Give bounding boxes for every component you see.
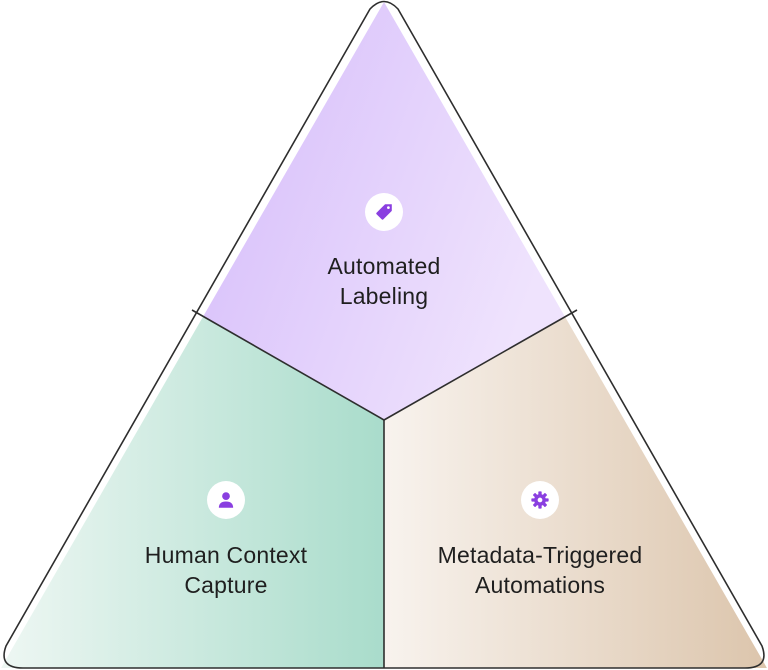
label-automated-labeling: Automated Labeling [327, 253, 441, 309]
user-icon [218, 492, 234, 508]
segment-bottom-left-human-context [1, 310, 384, 668]
gear-icon [531, 491, 549, 509]
label-metadata-triggered-automations: Metadata-Triggered Automations [437, 542, 643, 598]
triangle-outline [3, 0, 765, 669]
user-icon-badge [207, 481, 245, 519]
segment-bottom-right-metadata [384, 310, 767, 668]
label-human-context-capture: Human Context Capture [144, 542, 308, 598]
tag-icon-badge [365, 193, 403, 231]
tag-icon [376, 204, 392, 220]
gear-icon-badge [521, 481, 559, 519]
